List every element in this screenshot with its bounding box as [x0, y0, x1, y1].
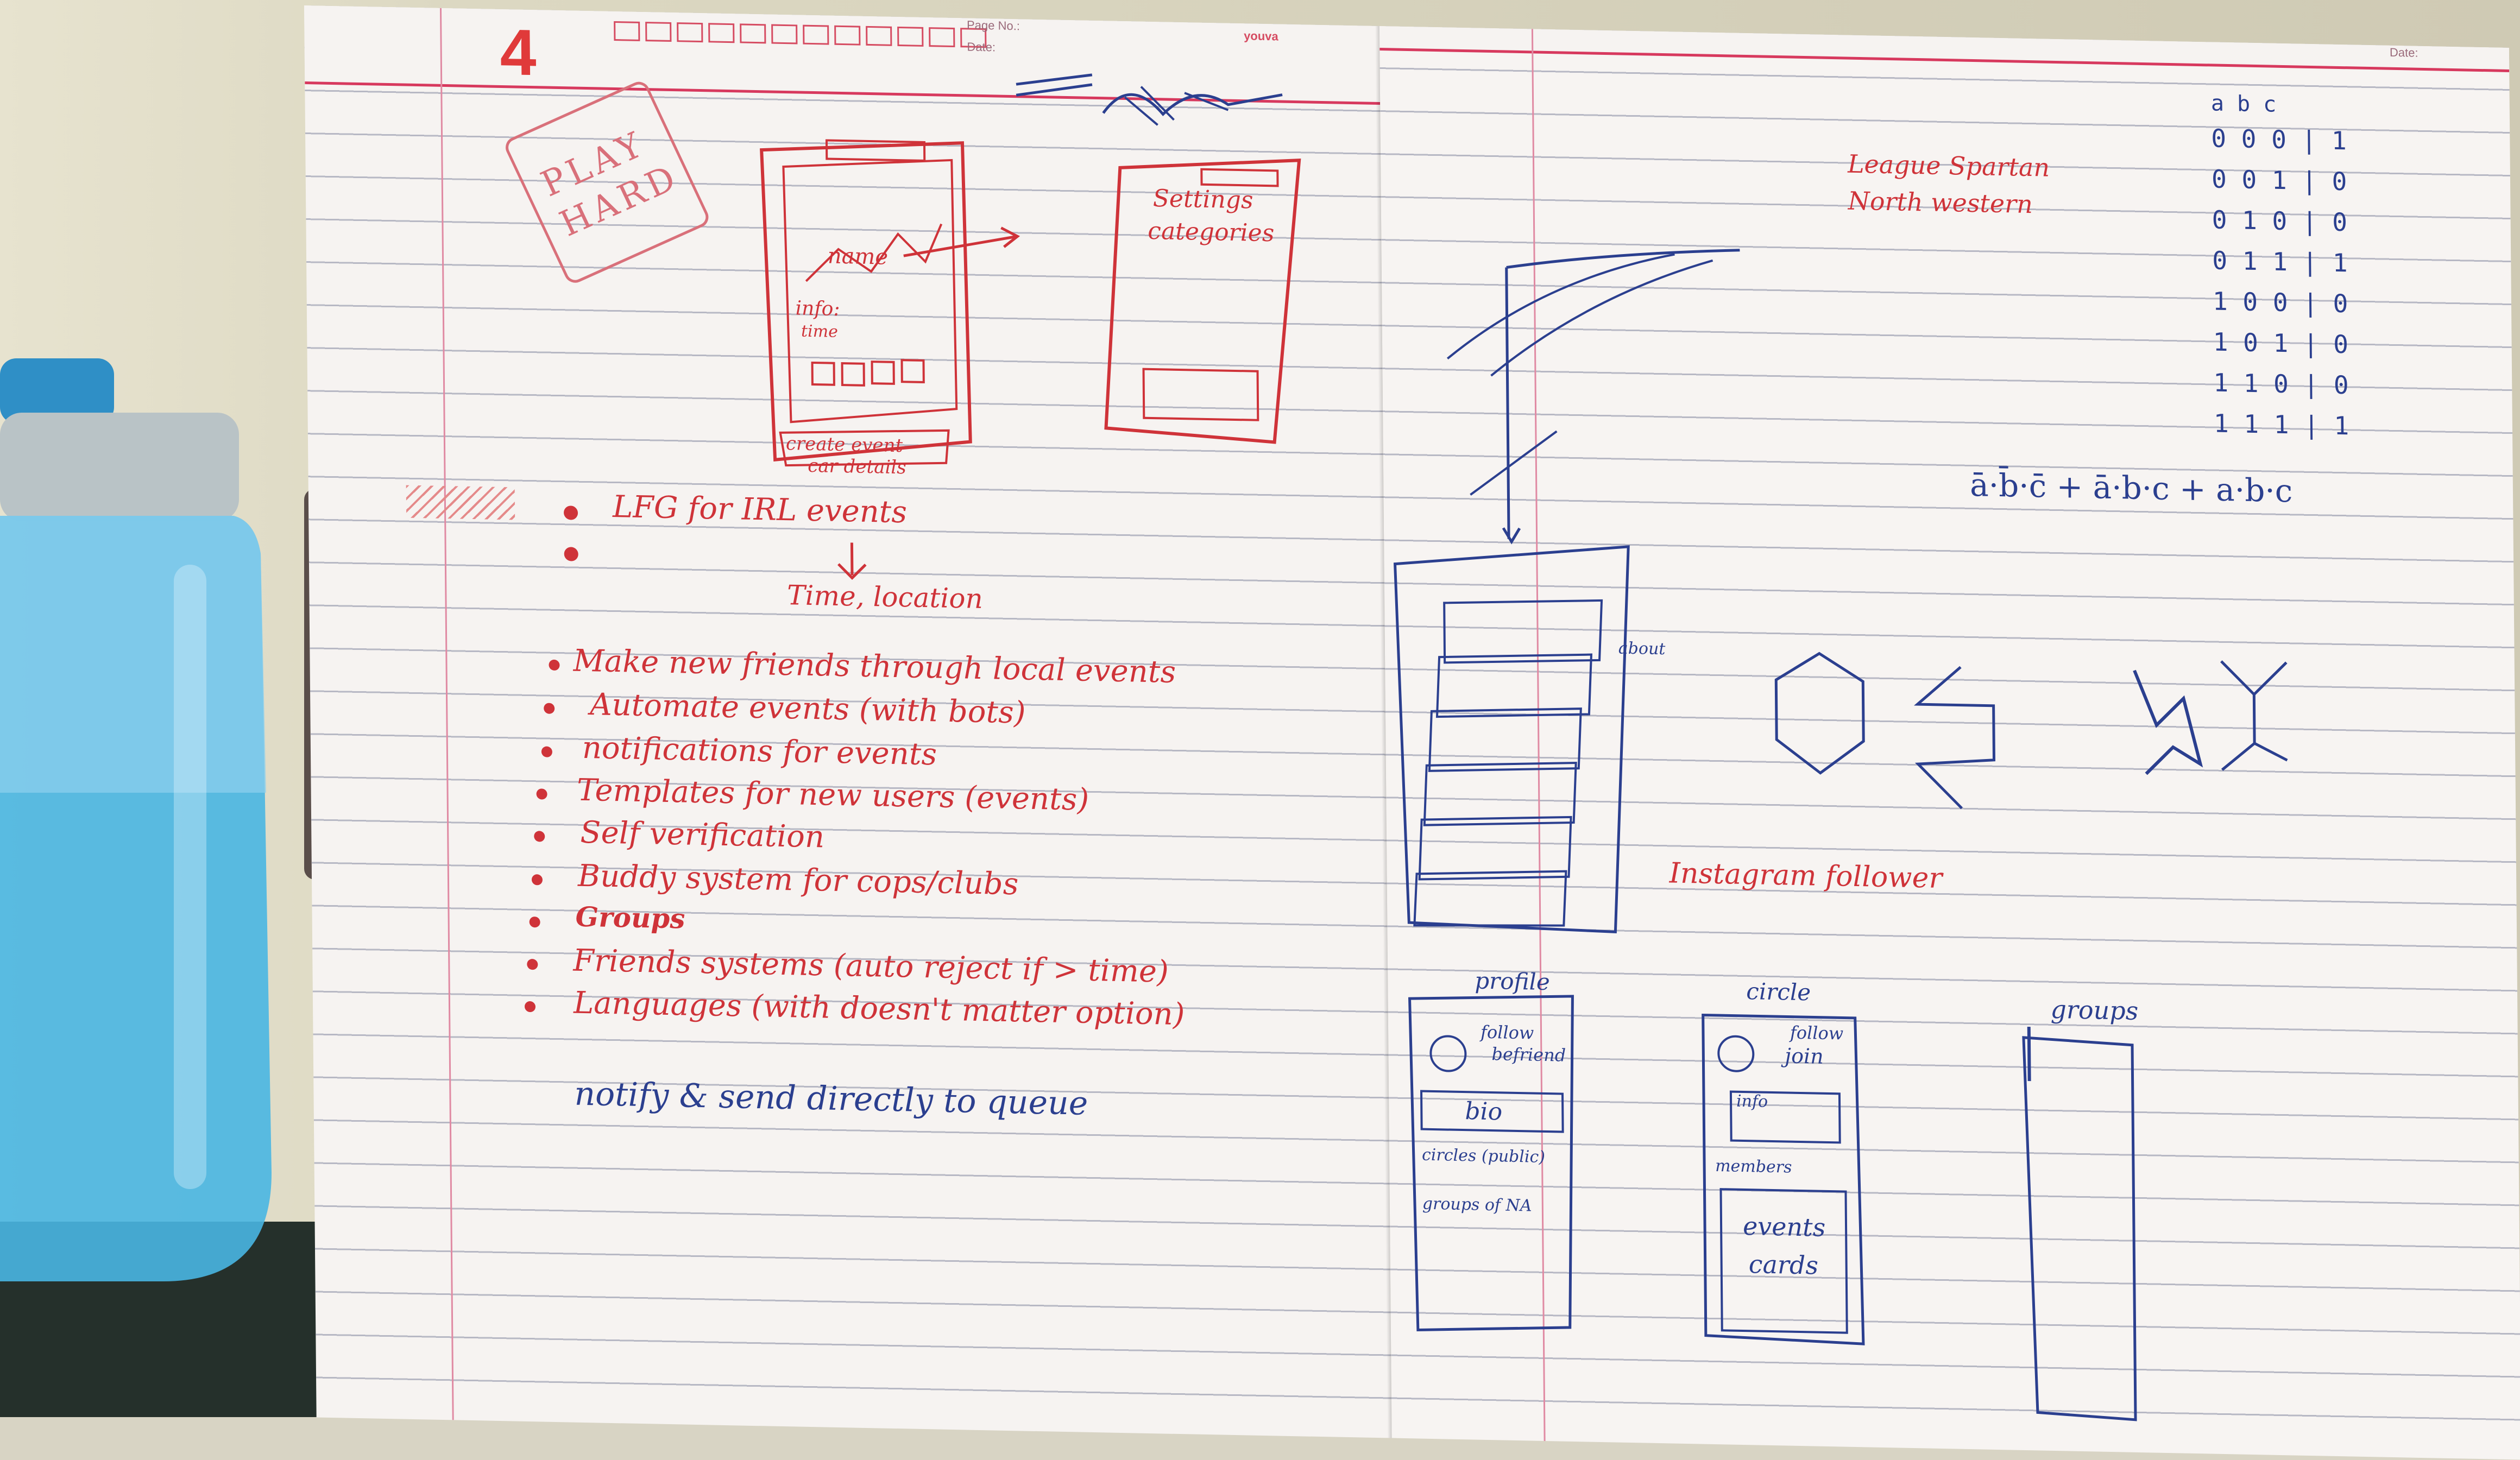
wireframe-circle-title: circle: [1746, 978, 1811, 1006]
circle-events-label: events: [1742, 1211, 1826, 1242]
profile-bio-label: bio: [1465, 1097, 1503, 1126]
profile-follow-label: follow: [1480, 1021, 1534, 1044]
bullet-dot: [527, 958, 538, 970]
bullet-dot: [536, 788, 547, 800]
feature-item: Automate events (with bots): [589, 687, 1026, 731]
water-bottle: [0, 358, 272, 1281]
phone-sketch-main: [760, 73, 1301, 467]
feature-item: Groups: [575, 900, 685, 935]
instagram-note: Instagram follower: [1669, 857, 1943, 895]
bullet-dot: [531, 874, 543, 886]
profile-groups-label: groups of NA: [1422, 1194, 1532, 1216]
feature-item: Buddy system for cops/clubs: [577, 858, 1019, 902]
feature-item: Languages (with doesn't matter option): [573, 985, 1185, 1033]
wireframe-groups-title: groups: [2050, 994, 2139, 1026]
down-arrow: [837, 542, 867, 580]
left-page: 4 Page No.: Date: youva PLAY HARD: [304, 5, 1392, 1438]
bottle-upper: [0, 516, 266, 793]
notebook: 4 Page No.: Date: youva PLAY HARD: [304, 5, 2520, 1460]
circle-join-label: join: [1785, 1044, 1824, 1069]
footer-note: notify & send directly to queue: [574, 1075, 1088, 1123]
bottle-highlight: [174, 565, 206, 1189]
bullet-dot: [524, 1001, 536, 1013]
circle-cards-label: cards: [1748, 1249, 1819, 1280]
wireframe-profile-title: profile: [1475, 967, 1551, 996]
profile-befriend-label: befriend: [1491, 1044, 1566, 1066]
bottle-cap: [0, 358, 114, 424]
feature-item: Templates for new users (events): [577, 772, 1089, 818]
bullet-dot: [549, 659, 560, 671]
bullet-dot: [529, 917, 540, 928]
feature-item: Friends systems (auto reject if > time): [572, 943, 1169, 990]
bullet-dot: [544, 703, 555, 714]
circle-members-label: members: [1715, 1156, 1792, 1177]
feature-item: notifications for events: [582, 730, 937, 773]
right-page: Date: League Spartan North western a b c…: [1379, 26, 2520, 1460]
bullet-dot: [541, 746, 552, 757]
circle-follow-label: follow: [1790, 1022, 1844, 1044]
time-location-note: Time, location: [787, 579, 983, 615]
profile-circles-label: circles (public): [1421, 1145, 1546, 1167]
bullet-dot: [534, 831, 545, 842]
circle-info-label: info: [1736, 1091, 1768, 1111]
stack-label: about: [1618, 639, 1666, 659]
feature-item: Self verification: [579, 814, 825, 855]
bottle-collar: [0, 413, 239, 521]
right-page-drawings: [1393, 249, 2288, 1421]
